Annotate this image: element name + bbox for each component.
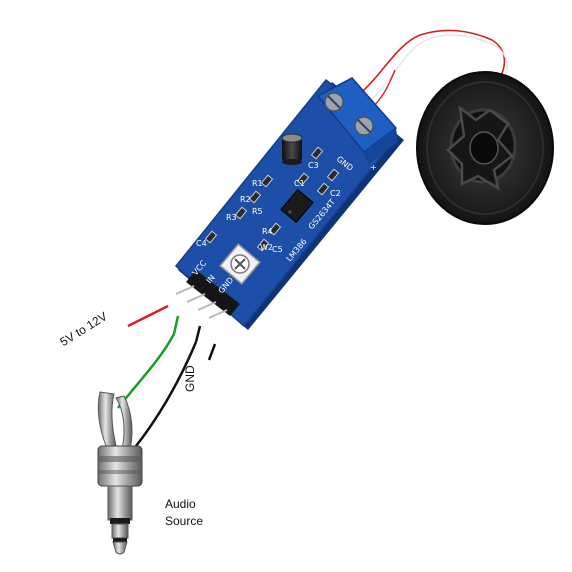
amplifier-board: GND + C3 C1 [174,77,404,330]
smd-components: C3 C1 C2 R1 R2 R3 C4 R4 C5 R5 [196,146,341,254]
pot-mark-label: W2 [260,243,273,252]
res-r5-label: R5 [252,207,263,216]
ground-wire [127,341,198,457]
audio-source-line1: Audio [165,497,196,511]
power-wire-stub [127,304,169,328]
audio-jack [97,391,143,555]
screw-terminal: GND + [316,77,398,173]
terminal-plus-label: + [370,163,377,172]
res-r2-label: R2 [240,195,251,204]
header-wire-stubs [127,304,217,361]
signal-wire [117,333,179,413]
res-r4-label: R4 [262,227,273,236]
res-r3-label: R3 [226,213,237,222]
audio-source-label: Audio Source [165,496,225,530]
audio-source-line2: Source [165,514,204,528]
cap-c2-label: C2 [330,189,341,198]
ground-wire-stub [207,343,217,361]
cap-c1-label: C1 [294,179,305,188]
cap-c5-label: C5 [272,245,283,254]
electrolytic-capacitor [281,133,303,165]
cap-c3-label: C3 [308,161,319,170]
potentiometer: W2 [219,243,273,285]
res-r1-label: R1 [252,179,263,188]
ground-label: GND [183,365,197,392]
cap-c4-label: C4 [196,239,207,248]
speaker [416,71,554,225]
